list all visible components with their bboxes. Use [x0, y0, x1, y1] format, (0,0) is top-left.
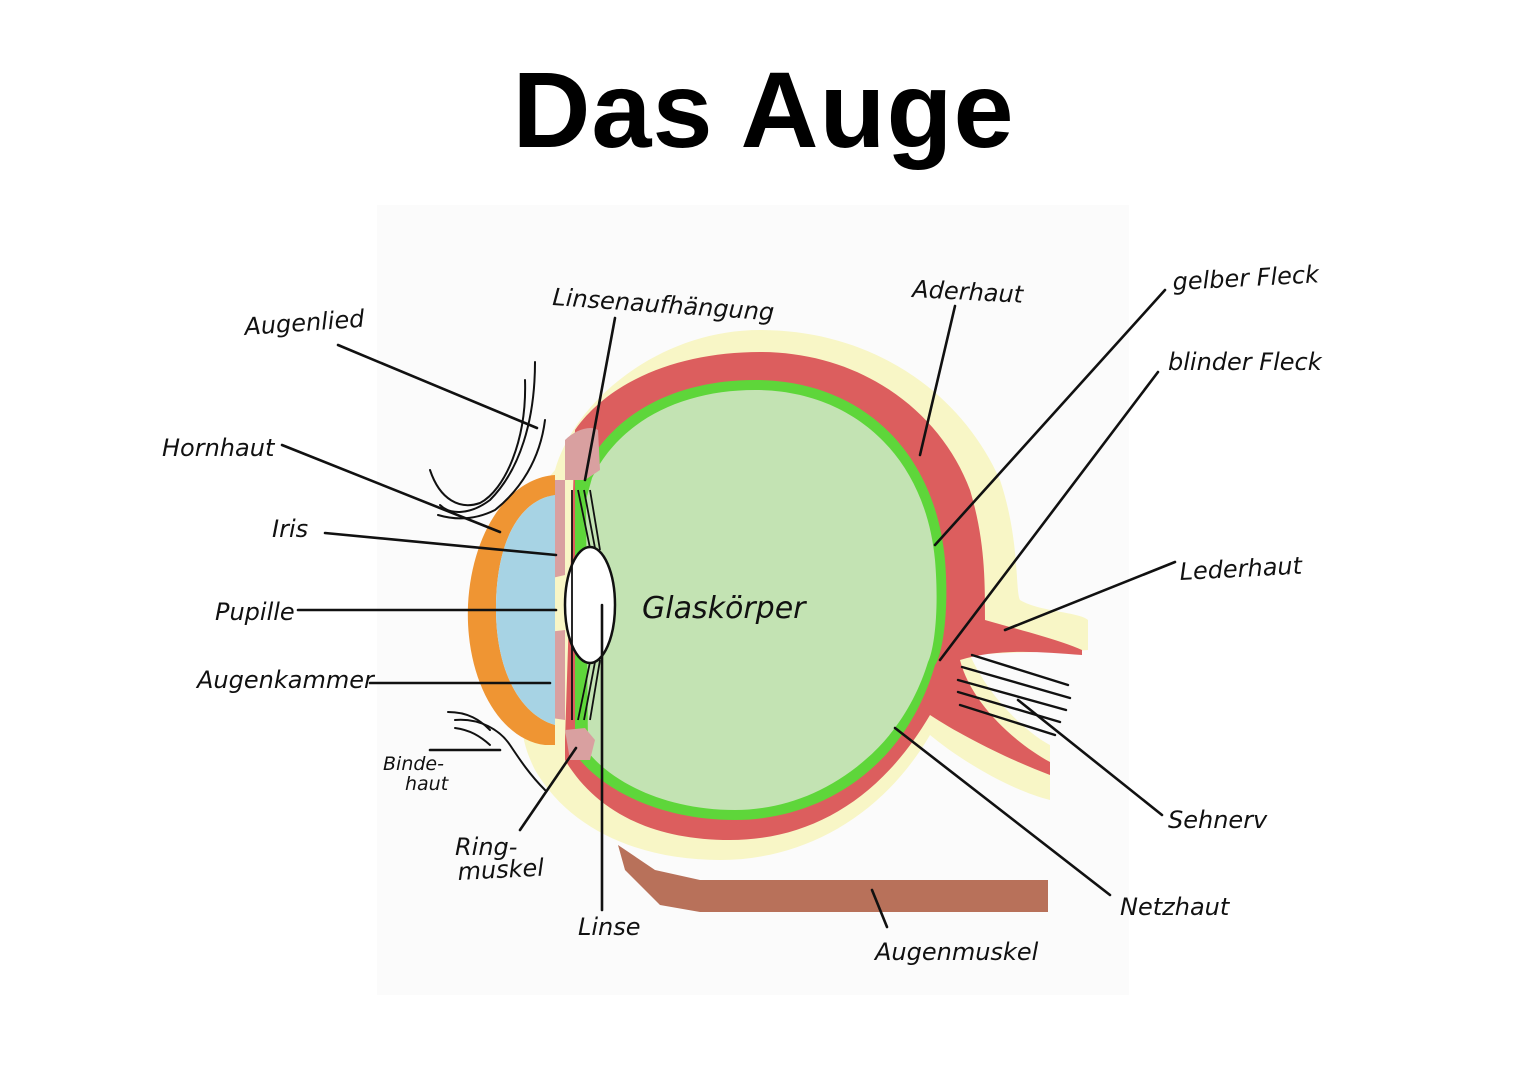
label-bindehaut-2: haut — [405, 773, 450, 795]
sehnerv-fibers — [956, 653, 1072, 737]
label-netzhaut: Netzhaut — [1120, 893, 1231, 921]
leader-aderhaut — [918, 304, 957, 457]
page-title: Das Auge — [512, 49, 1015, 170]
leader-lederhaut — [1003, 560, 1177, 632]
label-augenmuskel: Augenmuskel — [873, 938, 1039, 966]
label-sehnerv: Sehnerv — [1168, 806, 1268, 834]
label-lederhaut: Lederhaut — [1179, 552, 1304, 586]
leader-ringmuskel — [518, 746, 578, 832]
leader-hornhaut — [280, 443, 502, 534]
label-iris: Iris — [272, 515, 308, 543]
hornhaut-shape — [467, 475, 555, 745]
leader-iris — [323, 531, 558, 557]
label-glaskoerper: Glaskörper — [642, 591, 807, 626]
leader-augenlied — [336, 343, 539, 430]
ringmuskel-upper-shape — [565, 428, 600, 480]
leader-linsenaufhaengung — [583, 316, 617, 482]
label-ringmuskel-2: muskel — [457, 853, 545, 886]
linsenaufhaengung-fibers — [571, 489, 601, 721]
label-blinder-fleck: blinder Fleck — [1168, 348, 1323, 376]
leader-augenmuskel — [870, 888, 889, 929]
leader-blinder-fleck — [938, 370, 1160, 662]
label-augenkammer: Augenkammer — [195, 666, 376, 694]
label-augenlied: Augenlied — [241, 305, 366, 342]
label-linse: Linse — [578, 913, 641, 941]
augenmuskel-shape — [618, 845, 1048, 912]
label-pupille: Pupille — [215, 598, 295, 626]
glaskoerper-shape — [586, 390, 937, 810]
leader-sehnerv — [1016, 698, 1164, 817]
label-aderhaut: Aderhaut — [910, 275, 1026, 309]
augenlied-strokes — [429, 361, 546, 791]
leader-netzhaut — [893, 726, 1112, 897]
label-ringmuskel-1: Ring- — [455, 833, 517, 861]
leader-gelber-fleck — [933, 288, 1167, 547]
label-linsenaufhaengung: Linsenaufhängung — [552, 283, 776, 326]
label-gelber-fleck: gelber Fleck — [1172, 260, 1321, 296]
label-bindehaut-1: Binde- — [383, 753, 444, 775]
label-hornhaut: Hornhaut — [162, 434, 276, 462]
